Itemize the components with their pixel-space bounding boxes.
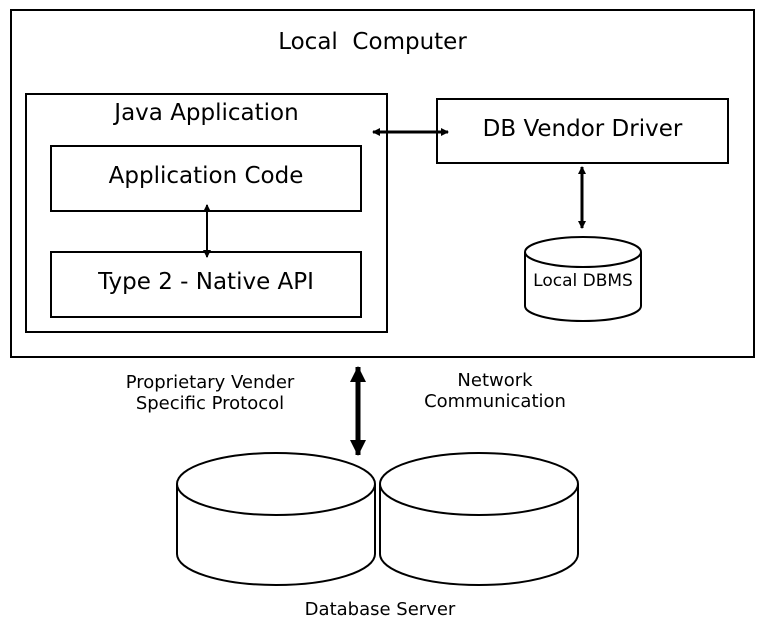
local-computer-title: Local Computer — [278, 29, 467, 55]
local-dbms-cylinder-icon — [524, 236, 642, 322]
database-server-label: Database Server — [304, 599, 456, 620]
database-server-cylinder-1-icon — [176, 452, 376, 586]
db-vendor-driver-label: DB Vendor Driver — [482, 116, 683, 142]
protocol-label-line1: Proprietary Vender — [125, 372, 295, 393]
application-code-label: Application Code — [108, 163, 304, 189]
native-api-label: Type 2 - Native API — [98, 269, 314, 295]
database-server-cylinder-2-icon — [379, 452, 579, 586]
native-api-box — [50, 251, 362, 318]
java-application-title: Java Application — [114, 100, 299, 126]
network-label-line1: Network — [457, 370, 533, 391]
local-dbms-label: Local DBMS — [533, 271, 633, 291]
protocol-label-line2: Specific Protocol — [135, 393, 285, 414]
network-label-line2: Communication — [424, 391, 566, 412]
